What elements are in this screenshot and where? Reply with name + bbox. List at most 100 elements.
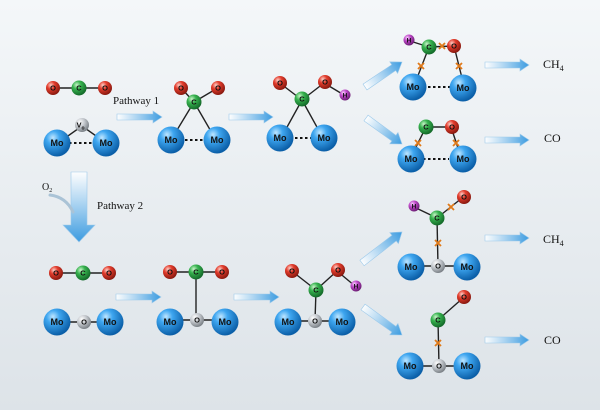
bond-cleavage-mark bbox=[455, 62, 463, 70]
carbon-atom-label: C bbox=[435, 316, 441, 325]
oxygen-atom bbox=[331, 263, 345, 277]
molybdenum-atom-label: Mo bbox=[165, 135, 178, 145]
bond-cleavage-mark bbox=[434, 239, 442, 247]
hydrogen-atom-label: H bbox=[407, 37, 412, 44]
reaction-arrow bbox=[116, 110, 163, 124]
molybdenum-atom-label: Mo bbox=[404, 361, 417, 371]
branch-arrow bbox=[363, 114, 403, 145]
oxygen-atom-label: O bbox=[167, 268, 173, 277]
carbon-atom-label: C bbox=[299, 95, 305, 104]
branch-arrow-shape bbox=[362, 61, 403, 91]
molybdenum-atom bbox=[43, 308, 71, 336]
oxygen-atom-label: O bbox=[106, 269, 112, 278]
bridge-oxygen-atom-label: O bbox=[436, 362, 442, 371]
molybdenum-atom bbox=[397, 145, 425, 173]
oxygen-atom bbox=[447, 39, 461, 53]
carbon-atom bbox=[71, 80, 87, 96]
oxygen-atom bbox=[174, 81, 188, 95]
oxygen-atom-label: O bbox=[335, 266, 341, 275]
molybdenum-atom-label: Mo bbox=[282, 317, 295, 327]
oxygen-atom bbox=[163, 265, 177, 279]
hydrogen-atom bbox=[408, 200, 420, 212]
molybdenum-atom bbox=[157, 126, 185, 154]
carbon-atom bbox=[294, 91, 310, 107]
reaction-arrow bbox=[484, 133, 530, 147]
carbon-atom-label: C bbox=[423, 123, 429, 132]
molybdenum-atom-label: Mo bbox=[461, 262, 474, 272]
molybdenum-atom-label: Mo bbox=[51, 138, 64, 148]
pathway-1-label: Pathway 1 bbox=[113, 95, 159, 107]
oxygen-vacancy-site bbox=[75, 118, 89, 132]
bond-cleavage-mark bbox=[447, 203, 455, 211]
oxygen-atom-label: O bbox=[277, 79, 283, 88]
hydrogen-atom bbox=[339, 89, 351, 101]
oxygen-atom-label: O bbox=[219, 268, 225, 277]
oxygen-atom bbox=[285, 264, 299, 278]
molybdenum-atom bbox=[328, 308, 356, 336]
molybdenum-atom-label: Mo bbox=[461, 361, 474, 371]
carbon-atom-label: C bbox=[76, 84, 82, 93]
bridge-oxygen-atom bbox=[432, 359, 446, 373]
molybdenum-atom-label: Mo bbox=[51, 317, 64, 327]
molybdenum-atom bbox=[396, 352, 424, 380]
molybdenum-atom-label: Mo bbox=[405, 154, 418, 164]
molybdenum-atom-label: Mo bbox=[457, 83, 470, 93]
molybdenum-atom-label: Mo bbox=[457, 154, 470, 164]
oxygen-atom bbox=[46, 81, 60, 95]
pathway-2-label: Pathway 2 bbox=[97, 200, 143, 212]
carbon-atom bbox=[308, 282, 324, 298]
carbon-atom bbox=[430, 312, 446, 328]
oxygen-atom bbox=[457, 290, 471, 304]
molybdenum-atom bbox=[43, 129, 71, 157]
product-co-pathway1: CO bbox=[544, 131, 561, 145]
carbon-atom bbox=[188, 264, 204, 280]
bridge-oxygen-atom-label: O bbox=[81, 318, 87, 327]
oxygen-atom-label: O bbox=[102, 84, 108, 93]
branch-arrow-shape bbox=[359, 231, 403, 267]
oxygen-atom bbox=[318, 75, 332, 89]
oxygen-atom-label: O bbox=[289, 267, 295, 276]
oxygen-atom bbox=[211, 81, 225, 95]
oxygen-atom bbox=[215, 265, 229, 279]
molybdenum-atom bbox=[274, 308, 302, 336]
product-ch4-pathway1: CH4 bbox=[543, 57, 564, 73]
hydrogen-atom bbox=[350, 280, 362, 292]
oxygen-atom-label: O bbox=[50, 84, 56, 93]
molybdenum-atom bbox=[203, 126, 231, 154]
molybdenum-atom-label: Mo bbox=[274, 133, 287, 143]
bridge-oxygen-atom-label: O bbox=[435, 262, 441, 271]
carbon-atom bbox=[421, 39, 437, 55]
product-co-pathway2: CO bbox=[544, 333, 561, 347]
reaction-arrow bbox=[484, 231, 530, 245]
oxygen-atom-label: O bbox=[178, 84, 184, 93]
reaction-arrow bbox=[233, 290, 280, 304]
oxygen-atom bbox=[273, 76, 287, 90]
bridge-oxygen-atom bbox=[308, 314, 322, 328]
bridge-oxygen-atom bbox=[77, 315, 91, 329]
molybdenum-atom-label: Mo bbox=[164, 317, 177, 327]
oxygen-atom-label: O bbox=[215, 84, 221, 93]
carbon-atom-label: C bbox=[313, 286, 319, 295]
molybdenum-atom-label: Mo bbox=[219, 317, 232, 327]
carbon-atom bbox=[429, 210, 445, 226]
carbon-atom-label: C bbox=[80, 269, 86, 278]
hydrogen-atom-label: H bbox=[412, 203, 417, 210]
oxygen-atom-label: O bbox=[322, 78, 328, 87]
o2-feed-curve bbox=[48, 193, 75, 214]
branch-arrow bbox=[362, 61, 403, 91]
molybdenum-atom-label: Mo bbox=[405, 262, 418, 272]
bond-cleavage-mark bbox=[414, 139, 422, 147]
molybdenum-atom bbox=[156, 308, 184, 336]
reaction-arrow bbox=[115, 290, 162, 304]
branch-arrow-shape bbox=[363, 114, 403, 145]
oxygen-atom-label: O bbox=[461, 193, 467, 202]
oxygen-atom bbox=[102, 266, 116, 280]
bond-cleavage-mark bbox=[417, 62, 425, 70]
carbon-atom bbox=[75, 265, 91, 281]
molybdenum-atom-label: Mo bbox=[100, 138, 113, 148]
molybdenum-atom bbox=[449, 74, 477, 102]
arrows-layer bbox=[48, 58, 530, 347]
carbon-atom-label: C bbox=[426, 43, 432, 52]
